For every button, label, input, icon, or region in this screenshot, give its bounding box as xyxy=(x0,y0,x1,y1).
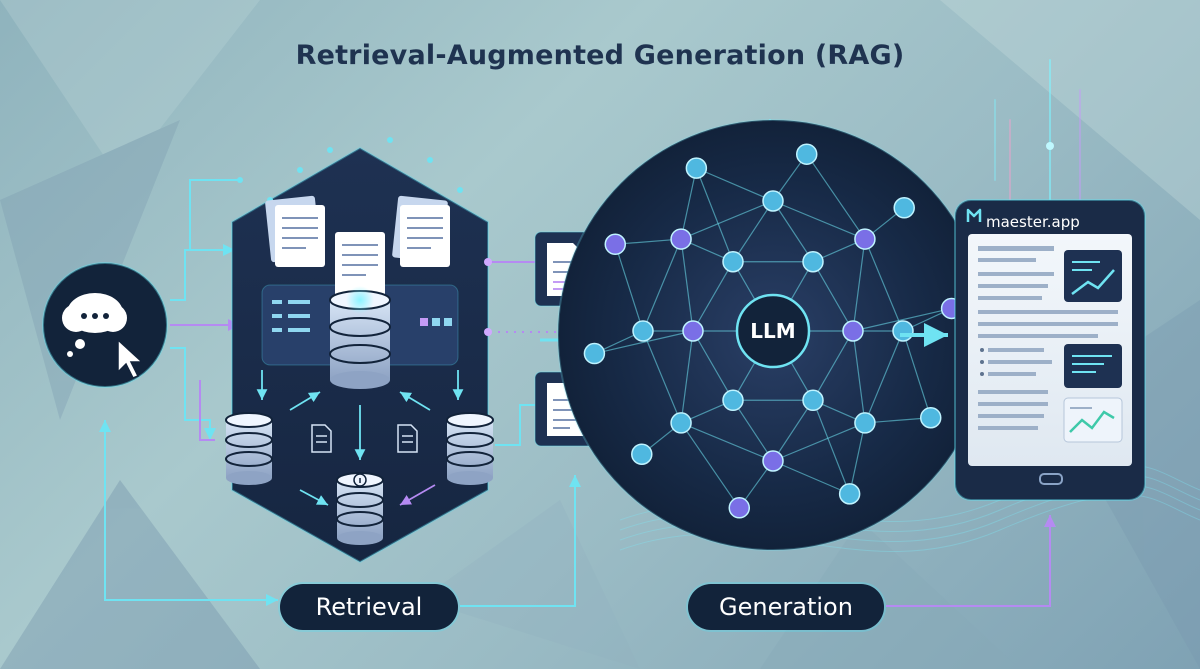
trend-chart-icon xyxy=(1064,398,1122,442)
network-node xyxy=(894,198,914,218)
network-node xyxy=(683,321,703,341)
network-node xyxy=(632,444,652,464)
network-node xyxy=(633,321,653,341)
llm-label: LLM xyxy=(737,319,809,343)
page-title: Retrieval-Augmented Generation (RAG) xyxy=(0,40,1200,71)
network-node xyxy=(803,252,823,272)
database-icon xyxy=(330,286,390,389)
database-icon xyxy=(447,413,493,485)
network-node xyxy=(584,344,604,364)
network-node xyxy=(671,413,691,433)
network-node xyxy=(921,408,941,428)
app-output-device xyxy=(955,200,1145,500)
document-icon xyxy=(265,196,325,267)
network-node xyxy=(840,484,860,504)
database-icon xyxy=(337,473,383,545)
retrieval-label: Retrieval xyxy=(280,584,458,630)
network-node xyxy=(686,158,706,178)
network-node xyxy=(671,229,691,249)
network-node xyxy=(855,229,875,249)
network-node xyxy=(843,321,863,341)
network-node xyxy=(797,144,817,164)
network-node xyxy=(729,498,749,518)
database-icon xyxy=(226,413,272,485)
generation-label: Generation xyxy=(688,584,884,630)
network-node xyxy=(723,252,743,272)
network-node xyxy=(855,413,875,433)
trend-chart-icon xyxy=(1064,250,1122,302)
network-node xyxy=(803,390,823,410)
network-node xyxy=(723,390,743,410)
document-icon xyxy=(392,196,450,267)
network-node xyxy=(893,321,913,341)
network-node xyxy=(605,234,625,254)
network-node xyxy=(763,451,783,471)
app-name: maester.app xyxy=(986,213,1080,231)
text-card-icon xyxy=(1064,344,1122,388)
knowledge-base-hexagon xyxy=(226,137,493,562)
user-query-node xyxy=(43,263,167,387)
network-node xyxy=(763,191,783,211)
